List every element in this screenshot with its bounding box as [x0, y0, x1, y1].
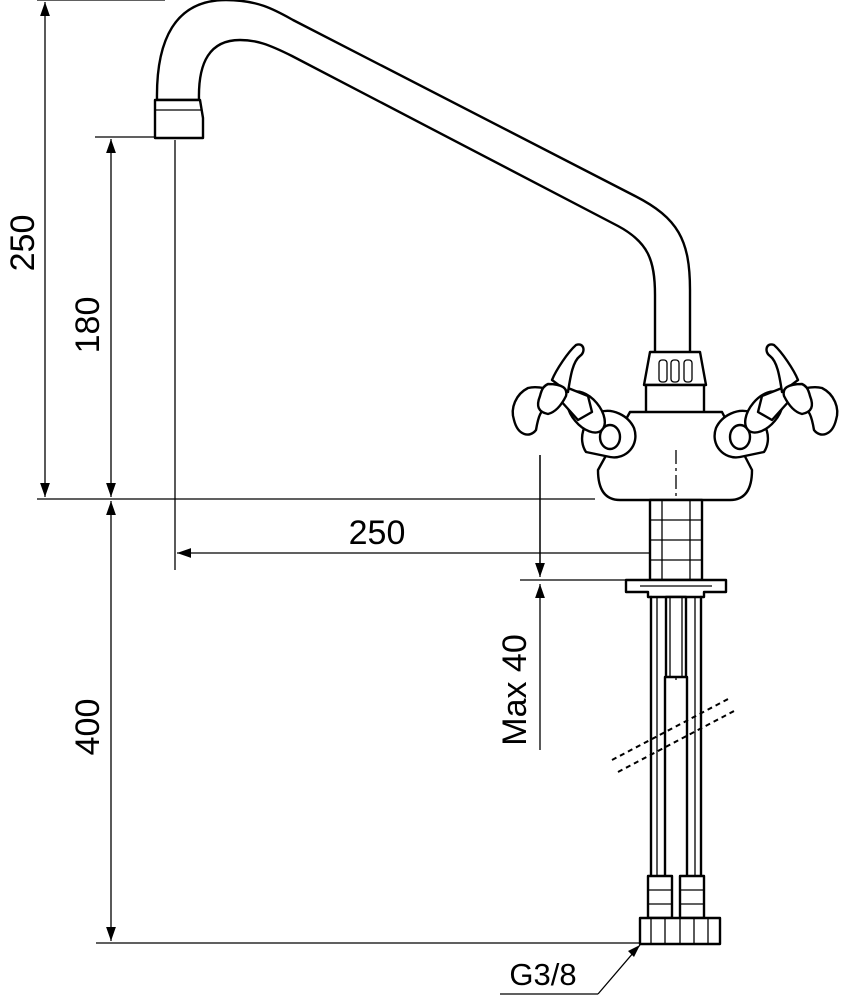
- spout-reach-label: 250: [349, 514, 406, 552]
- dimension-total-height: 250: [4, 1, 50, 497]
- right-handle: [713, 343, 839, 459]
- dimension-tail-length: 400: [69, 501, 116, 941]
- total-height-label: 250: [4, 215, 42, 272]
- dimension-max-thickness: Max 40: [496, 455, 545, 750]
- tail-length-label: 400: [69, 699, 107, 756]
- extension-lines: [37, 0, 640, 944]
- dimension-spout-height: 180: [69, 139, 116, 497]
- connection-label: G3/8: [509, 957, 576, 992]
- mounting-washer: [624, 578, 728, 599]
- left-handle: [511, 343, 637, 459]
- spout: [153, 0, 692, 357]
- center-nut: [642, 350, 708, 415]
- connection-callout: G3/8: [500, 944, 641, 995]
- dimension-spout-reach: 250: [177, 514, 676, 558]
- threaded-stud: [664, 595, 688, 679]
- max-thickness-label: Max 40: [496, 634, 534, 746]
- shank: [648, 498, 704, 582]
- spout-height-label: 180: [69, 297, 107, 354]
- connection-nuts: [638, 916, 722, 946]
- supply-hoses: [611, 595, 737, 920]
